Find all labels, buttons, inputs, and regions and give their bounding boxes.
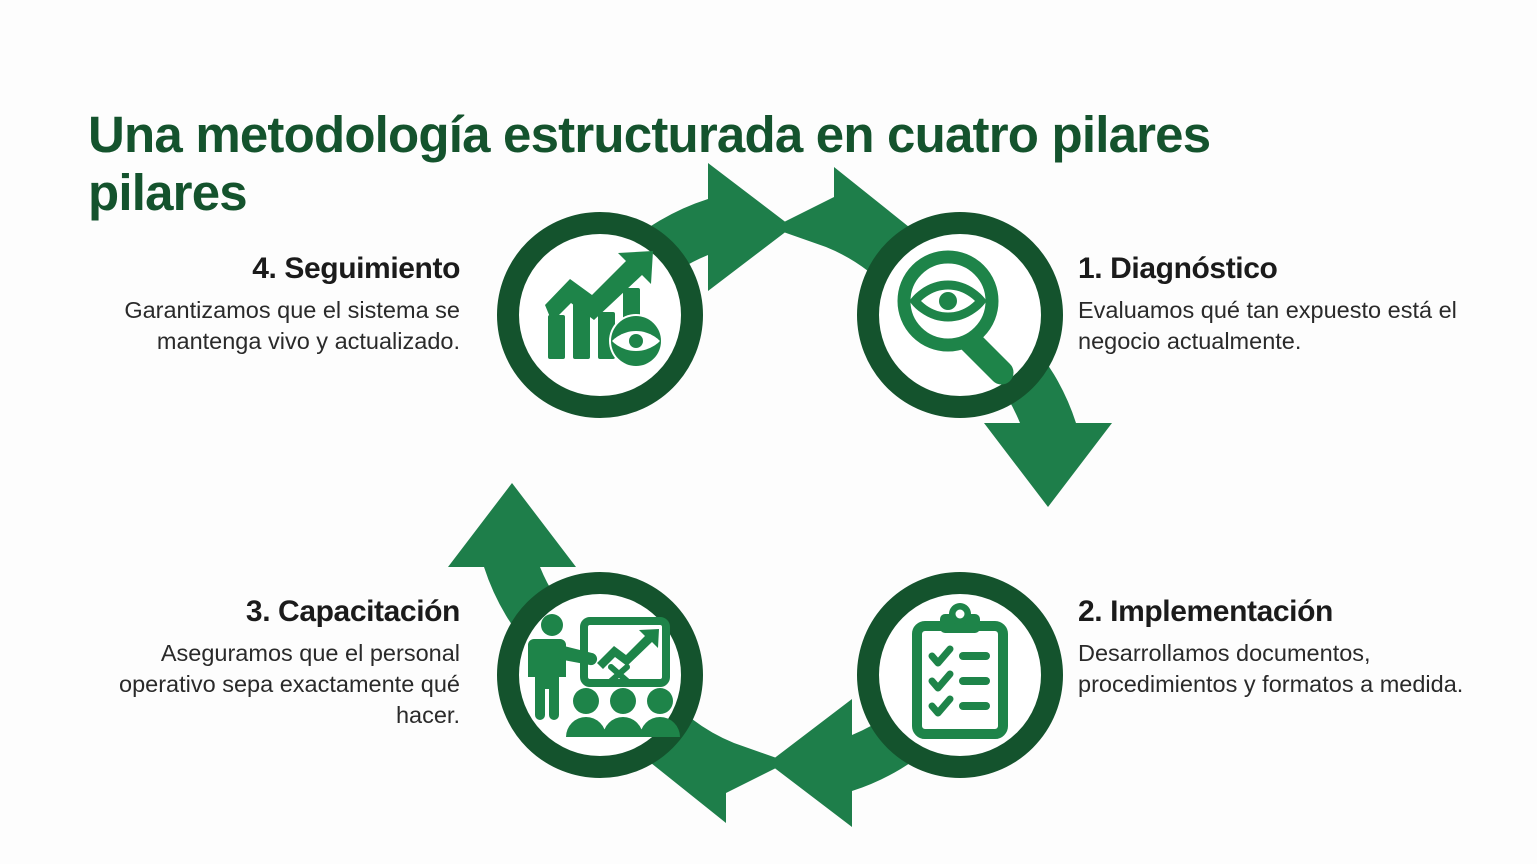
pillar-heading-implementacion: 2. Implementación (1078, 595, 1333, 628)
pillar-block-seguimiento: 4. Seguimiento Garantizamos que el siste… (70, 252, 460, 357)
pillar-body-diagnostico: Evaluamos qué tan expuesto está el negoc… (1078, 296, 1457, 354)
magnifier-eye-icon (897, 250, 1014, 385)
pillar-heading-seguimiento: 4. Seguimiento (252, 252, 460, 285)
cycle-node-capacitacion[interactable] (497, 572, 703, 778)
pillar-heading-capacitacion: 3. Capacitación (245, 595, 460, 628)
cycle-diagram (440, 155, 1120, 835)
cycle-node-implementacion[interactable] (857, 572, 1063, 778)
page-title: Una metodología estructurada en cuatro p… (88, 106, 1448, 221)
pillar-body-seguimiento: Garantizamos que el sistema se mantenga … (124, 296, 460, 354)
page-title-line-1: Una metodología estructurada en cuatro p… (88, 106, 1211, 164)
cycle-node-diagnostico[interactable] (857, 212, 1063, 418)
pillar-block-diagnostico: 1. Diagnóstico Evaluamos qué tan expuest… (1078, 252, 1468, 357)
pillar-body-capacitacion: Aseguramos que el personal operativo sep… (119, 639, 460, 729)
page-title-line-2: pilares (88, 163, 248, 221)
clipboard-checklist-icon (912, 603, 1008, 739)
growth-chart-eye-icon (545, 251, 663, 368)
cycle-node-seguimiento[interactable] (497, 212, 703, 418)
pillar-heading-diagnostico: 1. Diagnóstico (1078, 252, 1278, 285)
pillar-block-implementacion: 2. Implementación Desarrollamos document… (1078, 595, 1468, 700)
pillar-body-implementacion: Desarrollamos documentos, procedimientos… (1078, 639, 1464, 697)
pillar-block-capacitacion: 3. Capacitación Aseguramos que el person… (70, 595, 460, 731)
training-presentation-icon (528, 614, 680, 737)
